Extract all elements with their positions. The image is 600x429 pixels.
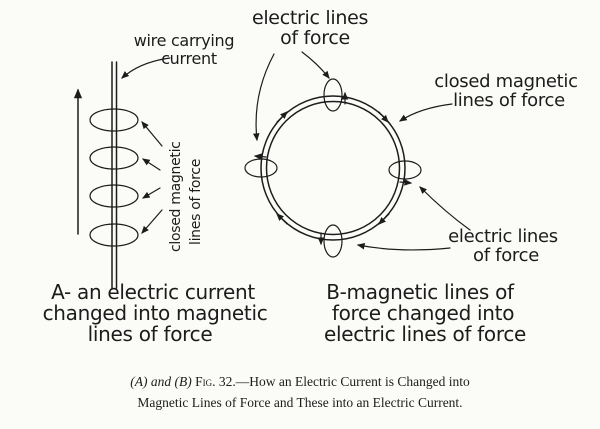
figure-caption-fig-label: Fig. 32. <box>195 374 236 389</box>
rotated-magnetic-label-line1: closed magnetic <box>168 141 184 252</box>
caption-a-line3: lines of force <box>88 322 213 346</box>
electric-loop-right <box>388 160 422 180</box>
caption-b-line2: force changed into <box>332 301 514 325</box>
magnetic-loop-4 <box>89 223 139 247</box>
magnetic-label-arrow <box>399 103 453 122</box>
caption-b-line3: electric lines of force <box>324 322 526 346</box>
figure-caption-line1-rest: —How an Electric Current is Changed into <box>235 374 470 389</box>
figure-caption-prefix: (A) and (B) <box>130 374 192 389</box>
circle-direction-arrow-3 <box>276 213 288 225</box>
loop-pointer-arrow-2 <box>142 158 161 171</box>
magnetic-loop-3 <box>89 184 139 208</box>
wire-label-line1: wire carrying <box>134 31 234 50</box>
electric-lines-top-label-line1: electric lines <box>252 7 368 29</box>
rotated-magnetic-label-line2: lines of force <box>188 159 204 245</box>
magnetic-loop-1 <box>89 108 139 132</box>
loop-pointer-arrow-3 <box>141 187 161 199</box>
circle-direction-arrow-4 <box>276 111 288 123</box>
top-label-arrow-to-top-loop <box>301 51 330 79</box>
figure-caption: (A) and (B) Fig. 32.—How an Electric Cur… <box>0 372 600 414</box>
loop-pointer-arrow-1 <box>141 121 163 147</box>
caption-a-line2: changed into magnetic <box>43 301 268 325</box>
loop-pointer-arrow-4 <box>141 209 163 234</box>
top-label-arrow-to-left-loop <box>253 53 275 142</box>
closed-magnetic-label-line2: lines of force <box>453 90 565 111</box>
bottom-label-arrow-to-bottom-loop <box>356 243 451 251</box>
figure-caption-line1: (A) and (B) Fig. 32.—How an Electric Cur… <box>0 372 600 393</box>
electric-loop-top <box>323 78 343 112</box>
magnetic-circle-outer <box>260 95 406 241</box>
electric-lines-bottom-label-line1: electric lines <box>448 226 558 247</box>
loop-direction-arrow-left <box>253 153 267 160</box>
circle-direction-arrow-1 <box>378 111 389 123</box>
figure-diagram: wire carrying current closed magnetic li… <box>43 7 578 346</box>
loop-direction-arrow-right <box>399 179 413 186</box>
electric-lines-bottom-label-line2: of force <box>473 245 539 266</box>
caption-b-line1: B-magnetic lines of <box>326 280 515 304</box>
electric-loop-bottom <box>323 224 343 258</box>
wire-label-line2: current <box>161 49 217 68</box>
magnetic-loop-2 <box>89 146 139 170</box>
closed-magnetic-label-line1: closed magnetic <box>434 71 577 92</box>
bottom-label-arrow-to-right-loop <box>419 186 471 231</box>
diagram-a: wire carrying current closed magnetic li… <box>43 31 268 346</box>
circle-direction-arrow-2 <box>378 213 390 225</box>
magnetic-circle-inner <box>265 100 401 236</box>
caption-a-line1: A- an electric current <box>51 280 255 304</box>
figure-caption-line2: Magnetic Lines of Force and These into a… <box>137 394 463 410</box>
wire-label-pointer-arrow <box>121 57 171 79</box>
electric-lines-top-label-line2: of force <box>280 27 350 49</box>
diagram-b: electric lines of force closed magnetic … <box>244 7 578 346</box>
